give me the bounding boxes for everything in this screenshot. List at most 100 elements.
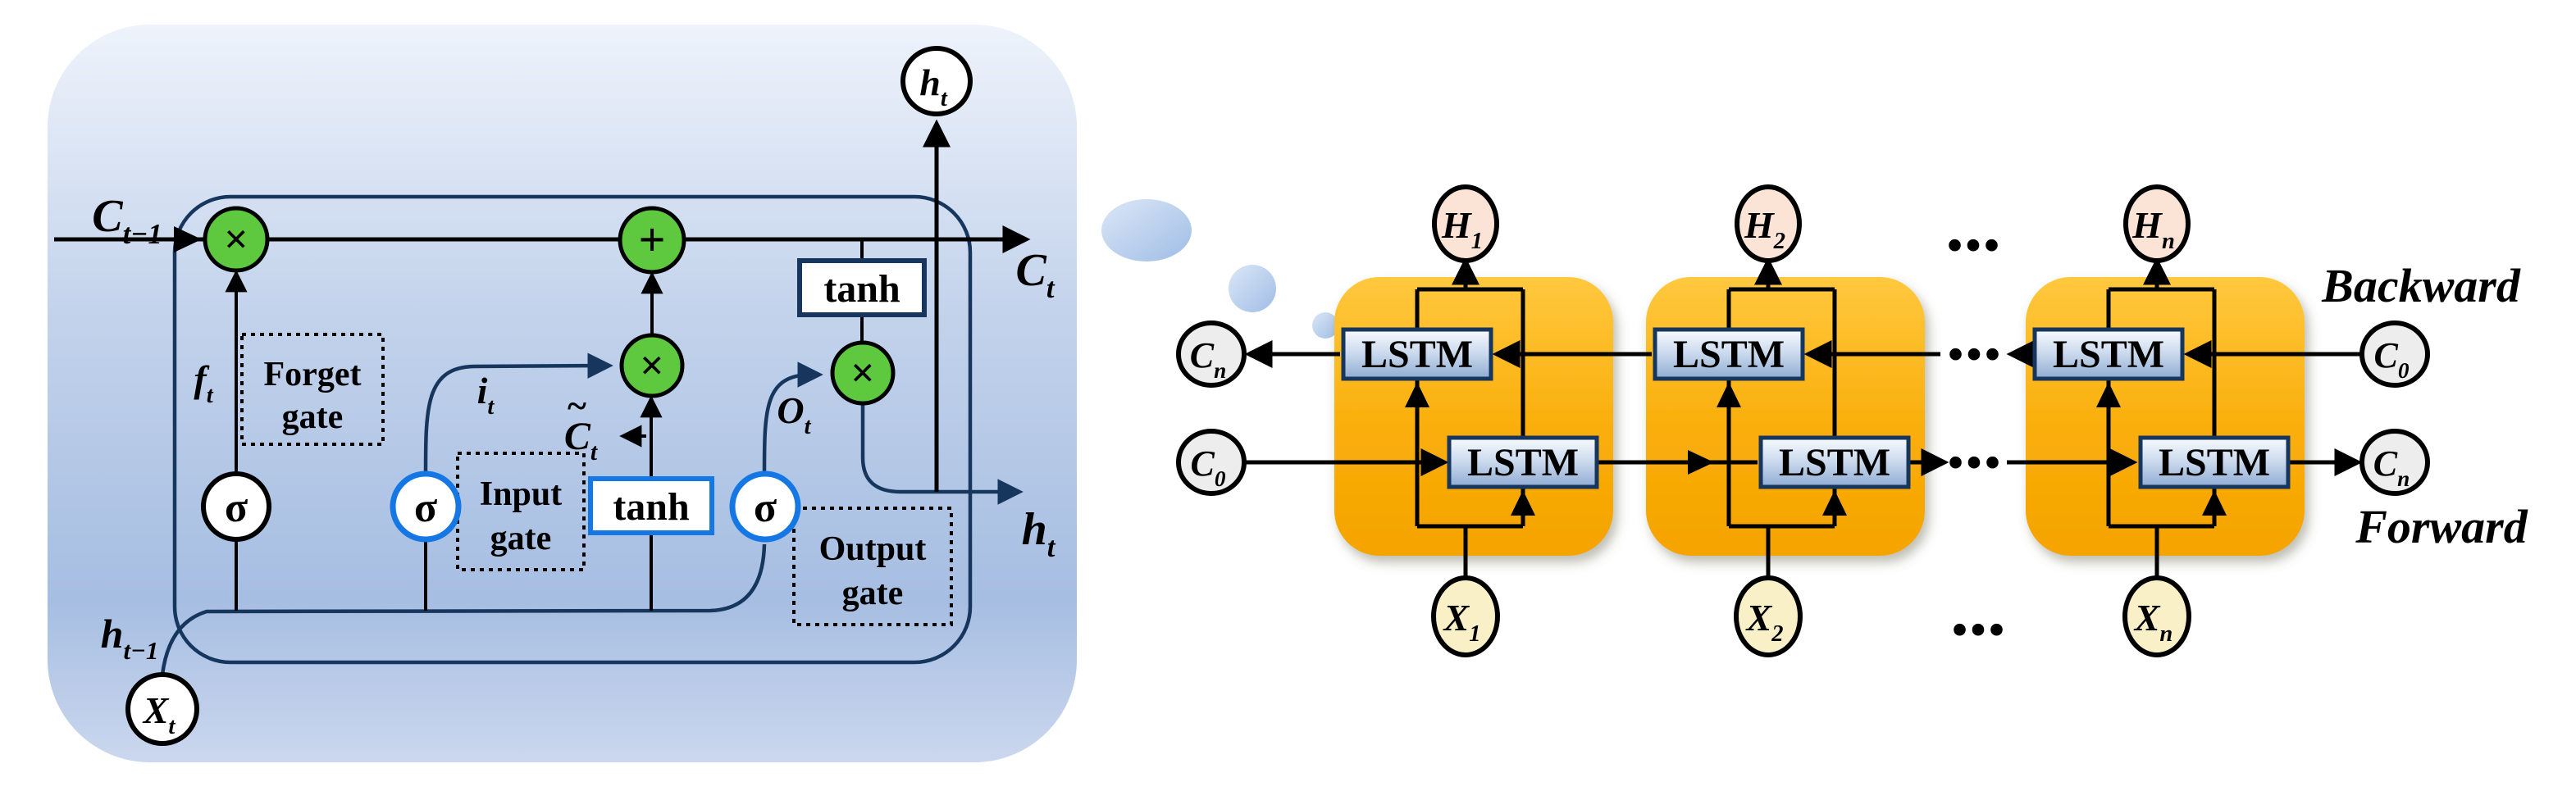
h2-base: H — [1744, 204, 1775, 246]
hn-node — [2123, 184, 2191, 263]
sigma-output-node: σ — [729, 471, 801, 543]
h-prev-label: ht−1 — [101, 611, 159, 665]
forward-lstm-box-3 — [2138, 435, 2291, 489]
dots-bottom: ... — [1950, 570, 2006, 651]
svg-text:Cn: Cn — [2373, 443, 2410, 491]
x2-base: X — [1745, 597, 1773, 639]
arrow-into-backward2 — [1717, 382, 1741, 407]
h2-sub: 2 — [1773, 229, 1785, 254]
arrow-into-backward3 — [2096, 382, 2121, 407]
xn-sub: n — [2159, 621, 2173, 647]
input-bus-wire — [160, 543, 767, 675]
svg-text:H2: H2 — [1744, 204, 1785, 254]
output-gate-box: Output gate — [792, 507, 953, 626]
tanh-candidate-box: tanh — [588, 476, 714, 535]
svg-text:X1: X1 — [1443, 597, 1481, 647]
plus-symbol: + — [638, 213, 665, 266]
block3-loop — [2106, 287, 2217, 529]
backward-lstm-label-1: LSTM — [1361, 333, 1473, 376]
lstm-boxes: LSTM LSTM LSTM LSTM LSTM LSTM — [1341, 327, 2291, 489]
tanh-candidate-label: tanh — [613, 485, 689, 529]
c-tilde-label: Ct — [564, 415, 598, 466]
backward-lstm-box-2 — [1653, 327, 1805, 381]
bubble-small — [1312, 312, 1338, 339]
dots-backward-row: ... — [1946, 294, 2002, 375]
h1-node — [1432, 184, 1499, 263]
plus-node: + — [618, 206, 686, 275]
arrow-into-forward1 — [1511, 490, 1535, 516]
x2-node — [1734, 575, 1803, 657]
sigma-symbol: σ — [754, 484, 777, 531]
bilstm-block-2 — [1646, 277, 1925, 556]
c-backward-output-node — [1176, 320, 1247, 388]
h1-base: H — [1441, 204, 1472, 246]
input-gate-label-line1: Input — [480, 475, 562, 513]
recurrent-loop-border — [172, 194, 973, 665]
svg-text:Xt: Xt — [142, 689, 176, 739]
c-back-out-sub: n — [1214, 358, 1226, 383]
o-t-label: Ot — [777, 389, 811, 439]
i-t-label: it — [477, 370, 495, 420]
c-fwd-out-sub: n — [2397, 466, 2410, 491]
c-back-in-base: C — [2374, 335, 2399, 375]
svg-text:Hn: Hn — [2131, 204, 2175, 254]
c-state-nodes: Cn C0 C0 Cn — [1176, 320, 2430, 496]
block1-loop — [1415, 287, 1525, 529]
arrowhead-into-multiply1 — [174, 226, 202, 252]
backward-lstm-box-1 — [1341, 327, 1493, 381]
xn-node — [2122, 575, 2191, 657]
h2-node — [1735, 184, 1802, 263]
c-fwd-out-base: C — [2373, 443, 2398, 484]
svg-text:H1: H1 — [1441, 204, 1483, 254]
c-backward-input-node — [2359, 320, 2430, 388]
input-gate-wire — [423, 352, 613, 475]
x2-sub: 2 — [1771, 621, 1783, 647]
svg-text:C0: C0 — [2374, 335, 2410, 383]
output-gate-wire — [762, 361, 823, 476]
output-gate-label-line1: Output — [819, 530, 927, 568]
backward-lstm-box-3 — [2032, 327, 2185, 381]
arrow-into-backward1 — [1405, 382, 1429, 407]
multiply-symbol: × — [850, 350, 875, 397]
backward-lstm-label-2: LSTM — [1673, 333, 1785, 376]
bubble-large — [1101, 199, 1192, 261]
arrow-into-forward3 — [2202, 490, 2227, 516]
h1-sub: 1 — [1471, 229, 1483, 254]
sigma-symbol: σ — [225, 484, 248, 531]
zoom-callout-bubbles — [1101, 199, 1338, 339]
x1-node — [1431, 575, 1500, 657]
svg-text:C0: C0 — [1191, 443, 1226, 491]
x1-base: X — [1443, 597, 1470, 639]
svg-text:Cn: Cn — [1190, 335, 1227, 383]
hn-sub: n — [2162, 229, 2175, 254]
output-gate-label-line2: gate — [842, 575, 904, 612]
h-top-sub: t — [941, 86, 948, 111]
backward-lstm-label-3: LSTM — [2053, 333, 2164, 376]
forward-lstm-label-2: LSTM — [1779, 441, 1890, 484]
hn-base: H — [2131, 204, 2163, 246]
c-prev-label: Ct−1 — [92, 191, 162, 250]
multiply-symbol: × — [224, 216, 248, 263]
x-in-sub: t — [168, 714, 176, 739]
c-back-out-base: C — [1190, 335, 1215, 375]
multiply-node-forget: × — [203, 206, 270, 273]
x-in-base: X — [142, 689, 170, 731]
forward-lstm-label-1: LSTM — [1467, 441, 1579, 484]
lstm-cell-panel: Forget gate Input gate Output gate tanh … — [48, 25, 1077, 762]
multiply-node-input: × — [619, 333, 685, 398]
cell-background — [48, 25, 1077, 762]
input-gate-label-line2: gate — [490, 520, 552, 557]
sigma-input-node: σ — [390, 471, 462, 543]
c-forward-output-node — [2359, 429, 2430, 496]
sigma-forget-node: σ — [201, 471, 271, 542]
dots-top: ... — [1945, 185, 2001, 266]
input-x-node: Xt — [125, 672, 199, 746]
tanh-output-box: tanh — [797, 258, 927, 317]
c-fwd-in-base: C — [1191, 443, 1215, 484]
xn-base: X — [2133, 597, 2161, 639]
forward-lstm-label-3: LSTM — [2159, 441, 2270, 484]
x1-sub: 1 — [1469, 621, 1480, 647]
c-back-in-sub: 0 — [2398, 358, 2410, 383]
